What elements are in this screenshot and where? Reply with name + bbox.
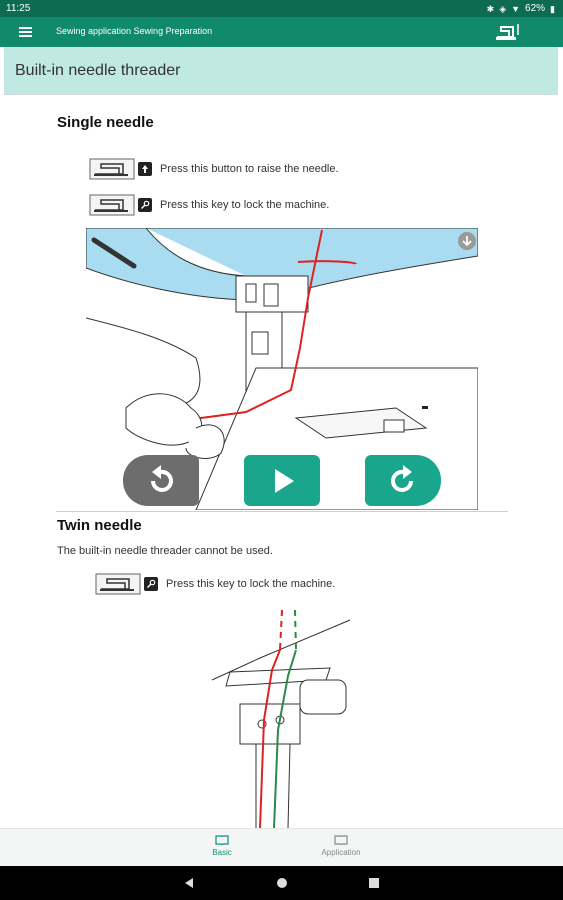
nav-label: Application bbox=[321, 848, 361, 857]
book-icon bbox=[334, 835, 348, 845]
back-icon[interactable] bbox=[183, 877, 195, 889]
book-icon bbox=[215, 835, 229, 845]
section-title: Built-in needle threader bbox=[15, 62, 181, 79]
rewind-button[interactable] bbox=[123, 455, 199, 506]
machine-thumbnail-icon bbox=[89, 158, 135, 180]
lock-key-icon bbox=[138, 198, 152, 212]
twin-needle-heading: Twin needle bbox=[57, 517, 142, 534]
nav-label: Basic bbox=[212, 848, 232, 857]
play-button[interactable] bbox=[244, 455, 320, 506]
instruction-row-lock-twin: Press this key to lock the machine. bbox=[95, 573, 335, 595]
app-bar: Sewing application Sewing Preparation bbox=[0, 17, 563, 47]
forward-icon bbox=[391, 464, 413, 492]
forward-button[interactable] bbox=[365, 455, 441, 506]
battery-icon: ▮ bbox=[550, 3, 555, 14]
play-icon bbox=[275, 468, 294, 493]
status-time: 11:25 bbox=[6, 3, 31, 14]
instruction-row-lock: Press this key to lock the machine. bbox=[89, 194, 329, 216]
machine-thumbnail-icon bbox=[89, 194, 135, 216]
menu-icon[interactable] bbox=[19, 27, 32, 37]
bluetooth-icon: ✱ bbox=[486, 3, 495, 14]
single-needle-heading: Single needle bbox=[57, 114, 154, 131]
system-nav-bar bbox=[0, 866, 563, 900]
recents-icon[interactable] bbox=[368, 877, 380, 889]
instruction-text: Press this button to raise the needle. bbox=[160, 163, 339, 175]
section-header: Built-in needle threader bbox=[4, 47, 558, 95]
instruction-text: Press this key to lock the machine. bbox=[166, 578, 336, 590]
instruction-row-needle-up: Press this button to raise the needle. bbox=[89, 158, 339, 180]
twin-needle-illustration bbox=[211, 610, 351, 828]
status-bar: 11:25 ✱ ◈ ▼ 62% ▮ bbox=[0, 0, 563, 17]
vibrate-icon: ◈ bbox=[499, 3, 507, 14]
bottom-nav: Basic Application bbox=[0, 828, 563, 866]
battery-level: 62% bbox=[525, 3, 546, 14]
twin-needle-note: The built-in needle threader cannot be u… bbox=[57, 545, 273, 557]
rewind-icon bbox=[151, 464, 173, 492]
sewing-machine-icon[interactable] bbox=[495, 23, 521, 41]
app-title: Sewing application Sewing Preparation bbox=[56, 26, 213, 36]
status-icons: ✱ ◈ ▼ 62% ▮ bbox=[487, 3, 555, 14]
machine-thumbnail-icon bbox=[95, 573, 141, 595]
nav-item-basic[interactable]: Basic bbox=[192, 835, 252, 857]
nav-item-application[interactable]: Application bbox=[311, 835, 371, 857]
wifi-icon: ▼ bbox=[511, 3, 521, 14]
needle-up-key-icon bbox=[138, 162, 152, 176]
instruction-text: Press this key to lock the machine. bbox=[160, 199, 330, 211]
section-divider bbox=[56, 511, 508, 512]
home-icon[interactable] bbox=[276, 877, 288, 889]
lock-key-icon bbox=[144, 577, 158, 591]
